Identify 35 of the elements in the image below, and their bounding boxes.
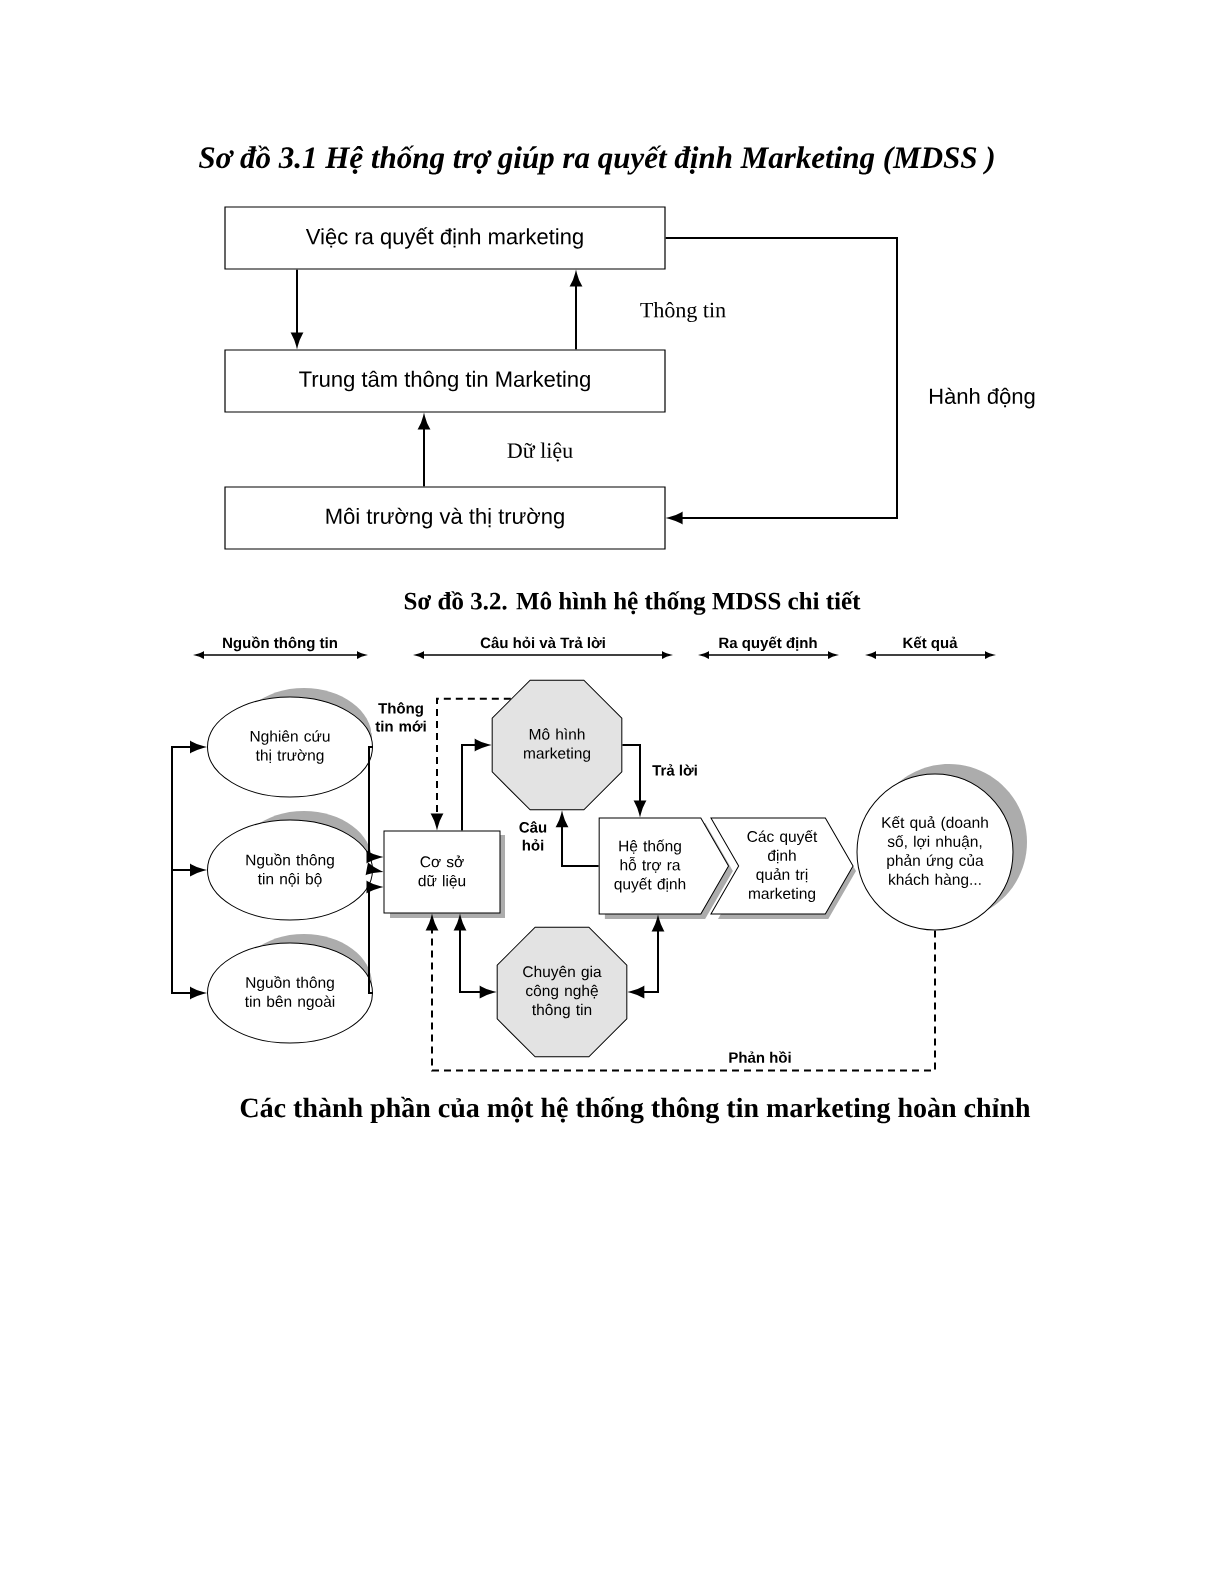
arrow [291, 268, 303, 347]
edge-label: Thông tin [638, 301, 728, 324]
arrow [426, 916, 936, 1072]
arrow [621, 744, 646, 815]
arrow [556, 813, 600, 867]
caption: Các thành phần của một hệ thống thông tin marketing hoàn chỉnh [240, 1096, 1031, 1124]
arrow [461, 739, 489, 832]
edge-label: Thông tin mới [371, 701, 431, 733]
process-box: Việc ra quyết định marketing [224, 206, 666, 270]
arrow [630, 917, 664, 998]
arrow [454, 916, 494, 998]
arrow [365, 863, 381, 875]
edge-label: Trả lời [651, 763, 699, 777]
process-box: Trung tâm thông tin Marketing [224, 349, 666, 413]
process-box: Môi trường và thị trường [224, 486, 666, 550]
arrow [431, 697, 512, 828]
arrow [570, 272, 582, 351]
arrow [418, 415, 430, 488]
section-heading: Nguồn thông tin [223, 636, 337, 652]
arrow [171, 869, 204, 999]
edge-label: Dữ liệu [505, 441, 575, 463]
section-heading: Câu hỏi và Trả lời [480, 636, 605, 649]
arrow [171, 741, 204, 871]
edge-label: Phản hồi [727, 1050, 793, 1064]
arrow [171, 864, 204, 876]
title: Sơ đồ 3.1 Hệ thống trợ giúp ra quyết định Marketing (MDSS ) [198, 145, 994, 175]
arrow [366, 746, 381, 863]
edge-label: Hành động [927, 386, 1037, 410]
subtitle: Sơ đồ 3.2. Mô hình hệ thống MDSS chi tiết [404, 591, 861, 615]
edge-label: Câu hỏi [512, 820, 554, 852]
section-heading: Kết quả [903, 636, 958, 652]
database-box: Cơ sở dữ liệu [383, 830, 505, 918]
arrow [664, 237, 898, 524]
section-heading: Ra quyết định [719, 636, 817, 652]
arrow [366, 881, 381, 994]
